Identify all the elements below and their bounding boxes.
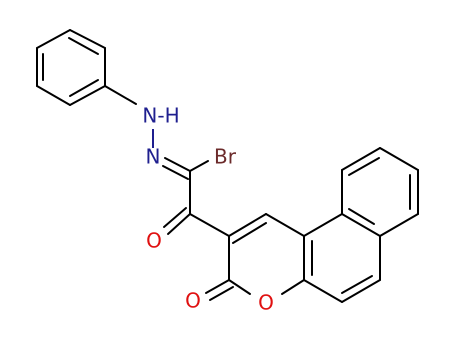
bond-co-c3: [189, 213, 230, 237]
atom-nh-label: N-H: [142, 104, 179, 128]
bond-co-2: [163, 207, 187, 228]
phenyl-ring: [36, 29, 106, 106]
atom-lactone-carbonyl-oxygen-label: O: [185, 289, 201, 313]
bond-co-1: [167, 213, 191, 235]
pyranone-ring: [228, 213, 305, 295]
atom-ring-oxygen-label: O: [258, 291, 274, 315]
naphthalene-top-ring: [341, 147, 419, 237]
bond-n-c-2: [162, 165, 189, 180]
bond-lactone-co-1: [205, 279, 230, 294]
bond-n-c-1: [164, 157, 191, 172]
bond-ph-nh: [104, 85, 137, 105]
atom-ketone-oxygen-label: O: [146, 229, 162, 253]
naphthalene-middle-ring: [303, 213, 381, 303]
atom-n-label: N: [146, 145, 161, 169]
bond-lactone-co-2: [209, 286, 234, 301]
bond-c-br: [189, 160, 209, 172]
atom-br-label: Br: [214, 145, 237, 169]
